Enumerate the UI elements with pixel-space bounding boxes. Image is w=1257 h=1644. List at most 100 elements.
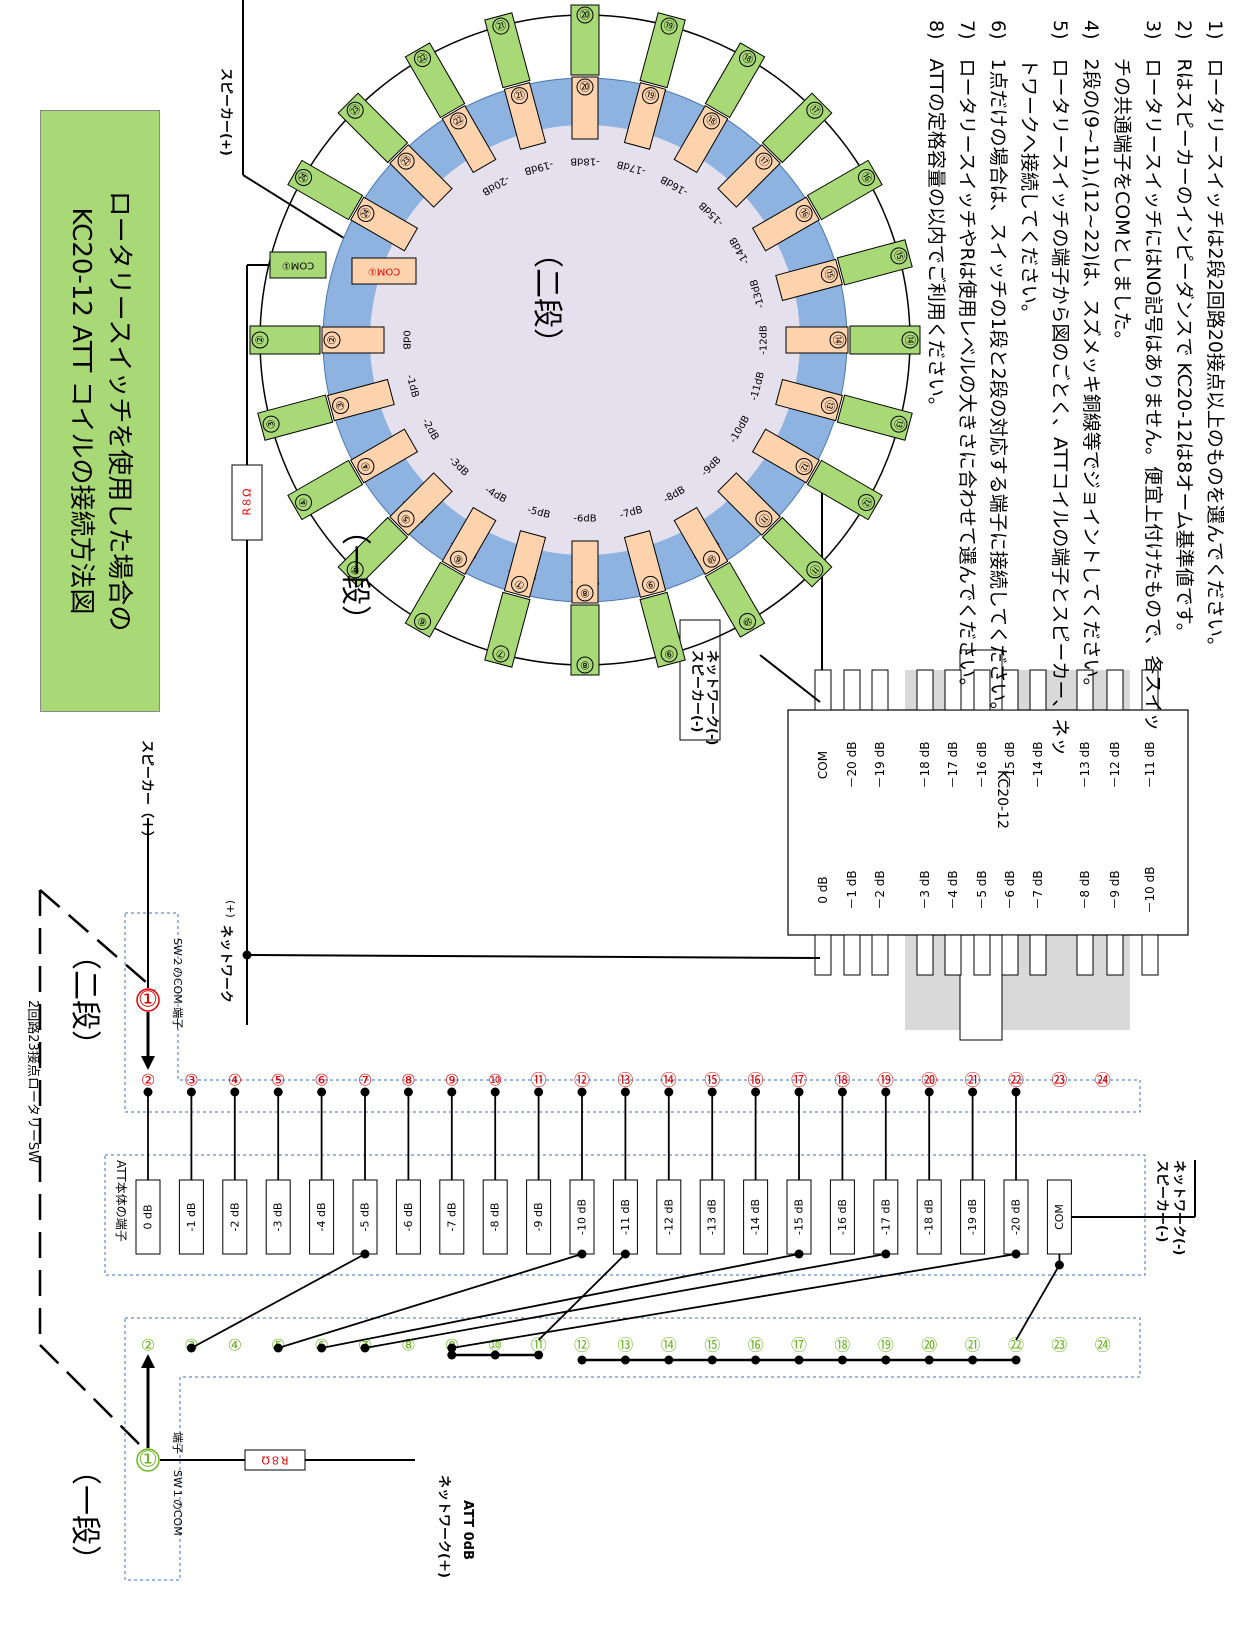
kc-pin-top [916, 669, 934, 711]
outer-tab [806, 459, 883, 521]
jumper-dot [881, 1355, 891, 1365]
inner-number-ring [397, 510, 415, 528]
outer-number: ㉑ [494, 18, 508, 33]
inner-number-ring [397, 152, 415, 170]
outer-contact: ⑱ [704, 42, 766, 119]
jumper-dot [490, 1350, 500, 1360]
sw2-terminal-dot [924, 1087, 934, 1097]
outer-number-ring [295, 494, 313, 511]
att-terminal-label: -5 dB [359, 1203, 372, 1232]
dashed-bracket [39, 889, 156, 991]
inner-tab [571, 76, 599, 140]
inner-tab [673, 506, 729, 575]
att-terminal-box-item [395, 1179, 421, 1255]
inner-number-ring [829, 331, 847, 349]
att-terminal-box-item [135, 1179, 161, 1255]
att-terminal-box-item [743, 1179, 769, 1255]
inner-tab [503, 81, 547, 150]
network-plus-label: ネットワーク [218, 925, 233, 1004]
sw2-terminal-number: ⑳ [921, 1071, 937, 1090]
stage1-label: （一段） [67, 1455, 102, 1575]
sw2-terminal-dot [447, 1087, 457, 1097]
kc-left-label: －1 dB [845, 870, 859, 909]
att-dot [1011, 1249, 1021, 1259]
kc-right-label: －18 dB [918, 742, 932, 789]
att-terminal-label: -2 dB [228, 1203, 241, 1232]
inner-number-ring [576, 78, 594, 96]
jumper-dot [751, 1355, 761, 1365]
outer-tab [836, 394, 913, 441]
jumper-dot [924, 1355, 934, 1365]
kc-left-label: －5 dB [975, 870, 989, 909]
outer-number-ring [806, 561, 824, 579]
note-item: 8) ATTの定格容量の以内でご利用ください。 [925, 20, 947, 416]
note-item: 3) ロータリースイッチにはNO記号はありません。便宜上付けたもので、各スイッ [1142, 20, 1164, 732]
inner-number: ⑬ [822, 398, 837, 412]
kc-right-label: －14 dB [1031, 742, 1045, 789]
sw1-terminal-number: ⑪ [531, 1336, 547, 1355]
outer-contact: ⑬ [836, 394, 913, 441]
sw1-terminal-number: ㉑ [965, 1336, 981, 1355]
inner-tab [441, 105, 497, 174]
sw1-dot [447, 1343, 457, 1353]
outer-tab [337, 92, 409, 164]
outer-number-ring [414, 50, 431, 68]
inner-number-ring [323, 331, 341, 349]
sw2-terminal-dot [620, 1087, 630, 1097]
outer-number: ⑨ [663, 646, 676, 661]
kc-body [787, 709, 1189, 936]
outer-tab [836, 239, 913, 286]
kc-left-label: －6 dB [1003, 870, 1017, 909]
inner-number-ring [357, 205, 375, 222]
inner-tab [775, 378, 844, 422]
inner-number-ring [820, 266, 838, 284]
notes-list: 1) ロータリースイッチは2段2回路20接点以上のものを選んでください。 2) … [910, 20, 1230, 1640]
outer-number: ⑲ [662, 18, 676, 33]
sw1-dot [186, 1343, 196, 1353]
title-line-2: KC20-12 ATT コイルの接続方法図 [66, 207, 96, 615]
inner-contact: ⑧-6dB [571, 514, 599, 604]
speaker-minus-callout [679, 619, 721, 741]
outer-tab [570, 604, 600, 676]
att-terminal-box-item [569, 1179, 595, 1255]
dashed-bracket [39, 1344, 151, 1456]
inner-contact: ⑭-12dB [759, 325, 849, 355]
sw2-terminal-number: ⑯ [748, 1071, 764, 1090]
note-item: 6) 1点だけの場合は、スイッチの1段と2段の対応する端子に接続してください。 [987, 20, 1009, 721]
sw2-terminal-dot [143, 1087, 153, 1097]
inner-number-ring [755, 510, 773, 528]
outer-number-ring [576, 6, 594, 24]
att-terminal-label: -12 dB [662, 1199, 675, 1235]
inner-number-ring [795, 205, 813, 222]
inner-tab [775, 258, 844, 302]
inner-tab [785, 326, 849, 354]
sw2-terminal-number: ㉓ [1051, 1071, 1067, 1090]
kc-pin-top [843, 669, 861, 711]
jumper-dot [1011, 1355, 1021, 1365]
outer-contact: ⑰ [761, 92, 833, 164]
outer-com-label: COM① [282, 260, 314, 271]
sw2-terminal-number: ⑤ [271, 1071, 285, 1090]
sw2-terminal-dot [490, 1087, 500, 1097]
inner-tab [673, 105, 729, 174]
resistor-top [231, 464, 263, 541]
inner-number-ring [641, 87, 659, 105]
inner-number-ring [755, 152, 773, 170]
outer-tab [287, 159, 364, 221]
inner-number: ⑧ [580, 587, 590, 600]
sw2-com-number: ① [138, 988, 158, 1013]
sw2-terminal-number: ㉔ [1095, 1071, 1111, 1090]
kc-pin-bottom [1076, 934, 1094, 976]
jumper-dot [837, 1355, 847, 1365]
inner-number-ring [795, 458, 813, 475]
kc-pin-top [1029, 669, 1047, 711]
kc-pin-top [1076, 669, 1094, 711]
inner-number-ring [450, 550, 467, 568]
inner-com-tab [351, 257, 417, 285]
inner-contact: ⑳-18dB [570, 76, 600, 167]
outer-number-ring [857, 169, 875, 186]
kc-pin-bottom [814, 934, 832, 976]
sw1-terminal-number: ⑰ [791, 1336, 807, 1355]
kc-left-label: 0 dB [816, 876, 830, 903]
speaker-minus-leader [759, 654, 821, 703]
